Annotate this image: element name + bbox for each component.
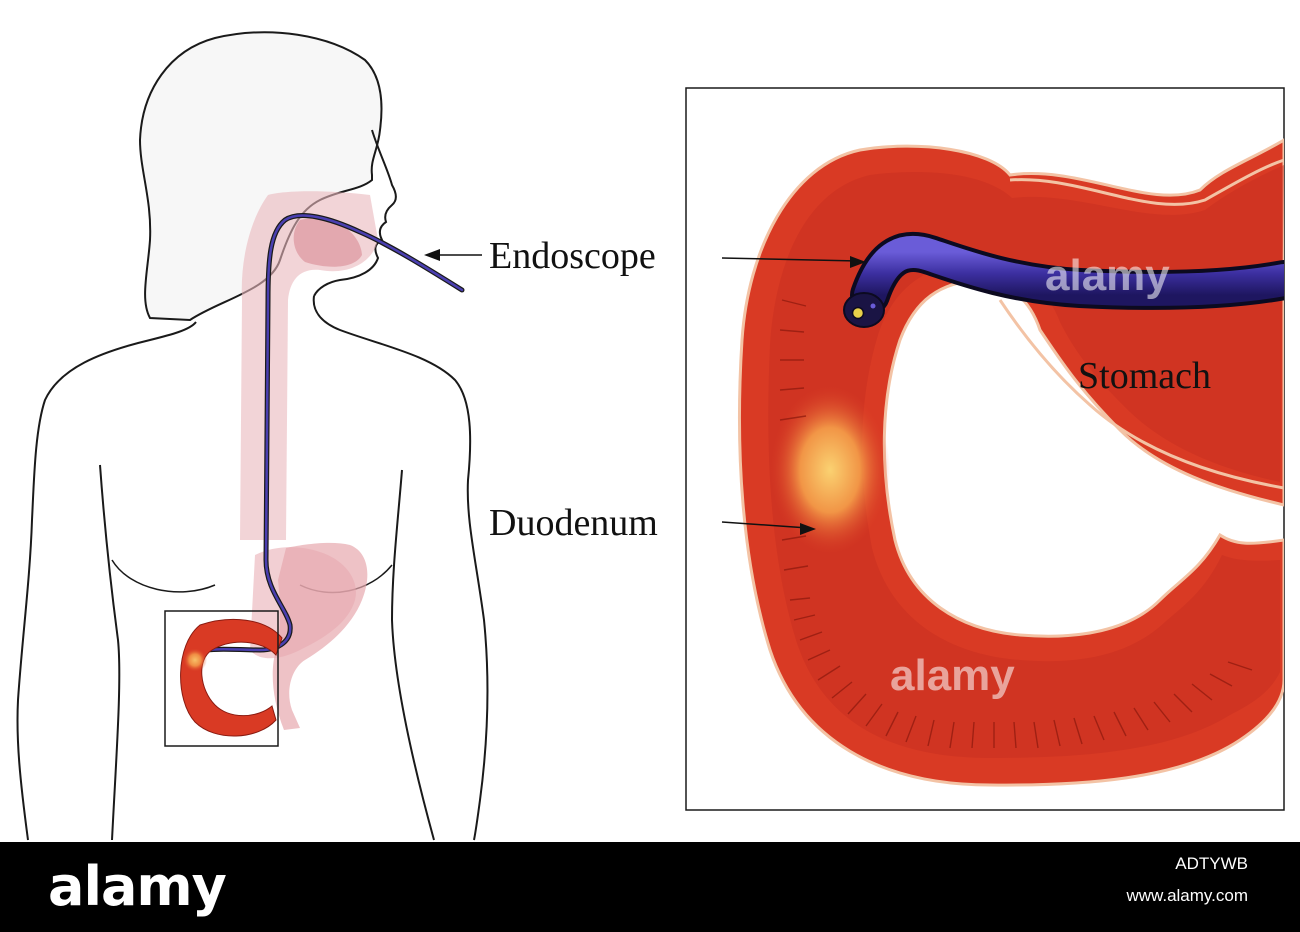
image-id: ADTYWB <box>1175 854 1248 873</box>
body-endoscope-core <box>204 214 464 652</box>
left-arm-inner <box>99 464 121 841</box>
endoscope-callout: Endoscope <box>424 235 866 277</box>
esophagus <box>240 191 378 540</box>
head-profile <box>313 129 397 297</box>
small-duodenum <box>180 618 283 737</box>
stomach-upper-wall <box>1009 158 1284 206</box>
alamy-logo: alamy <box>48 855 227 918</box>
label-stomach: Stomach <box>1078 355 1211 397</box>
duodenum-lining <box>768 165 1284 758</box>
inset-panel: alamy alamy Stomach <box>685 87 1285 811</box>
mucosal-folds <box>779 299 1253 749</box>
anatomy-illustration: alamy alamy Stomach Endoscope Duodenum <box>16 31 1285 841</box>
label-duodenum: Duodenum <box>489 502 658 544</box>
endoscope-tube-fill <box>854 236 1284 311</box>
footer-bar: alamy ADTYWB www.alamy.com <box>0 842 1300 932</box>
body-figure <box>16 31 489 841</box>
stomach-body <box>250 547 356 659</box>
torso-outline <box>16 321 197 841</box>
stomach-lining <box>998 299 1284 490</box>
tongue-area <box>293 218 362 267</box>
site-url: www.alamy.com <box>1126 886 1248 905</box>
label-endoscope: Endoscope <box>489 235 656 277</box>
endoscope-tip <box>843 292 885 328</box>
endoscope-lens <box>851 306 865 320</box>
focus-box <box>164 610 279 747</box>
right-arm-inner <box>390 469 435 841</box>
light-glow <box>770 385 890 555</box>
watermark-top: alamy <box>1045 251 1170 300</box>
torso-outline-right <box>312 295 489 841</box>
watermark-bottom: alamy <box>890 651 1015 700</box>
duodenum-callout: Duodenum <box>489 502 816 544</box>
